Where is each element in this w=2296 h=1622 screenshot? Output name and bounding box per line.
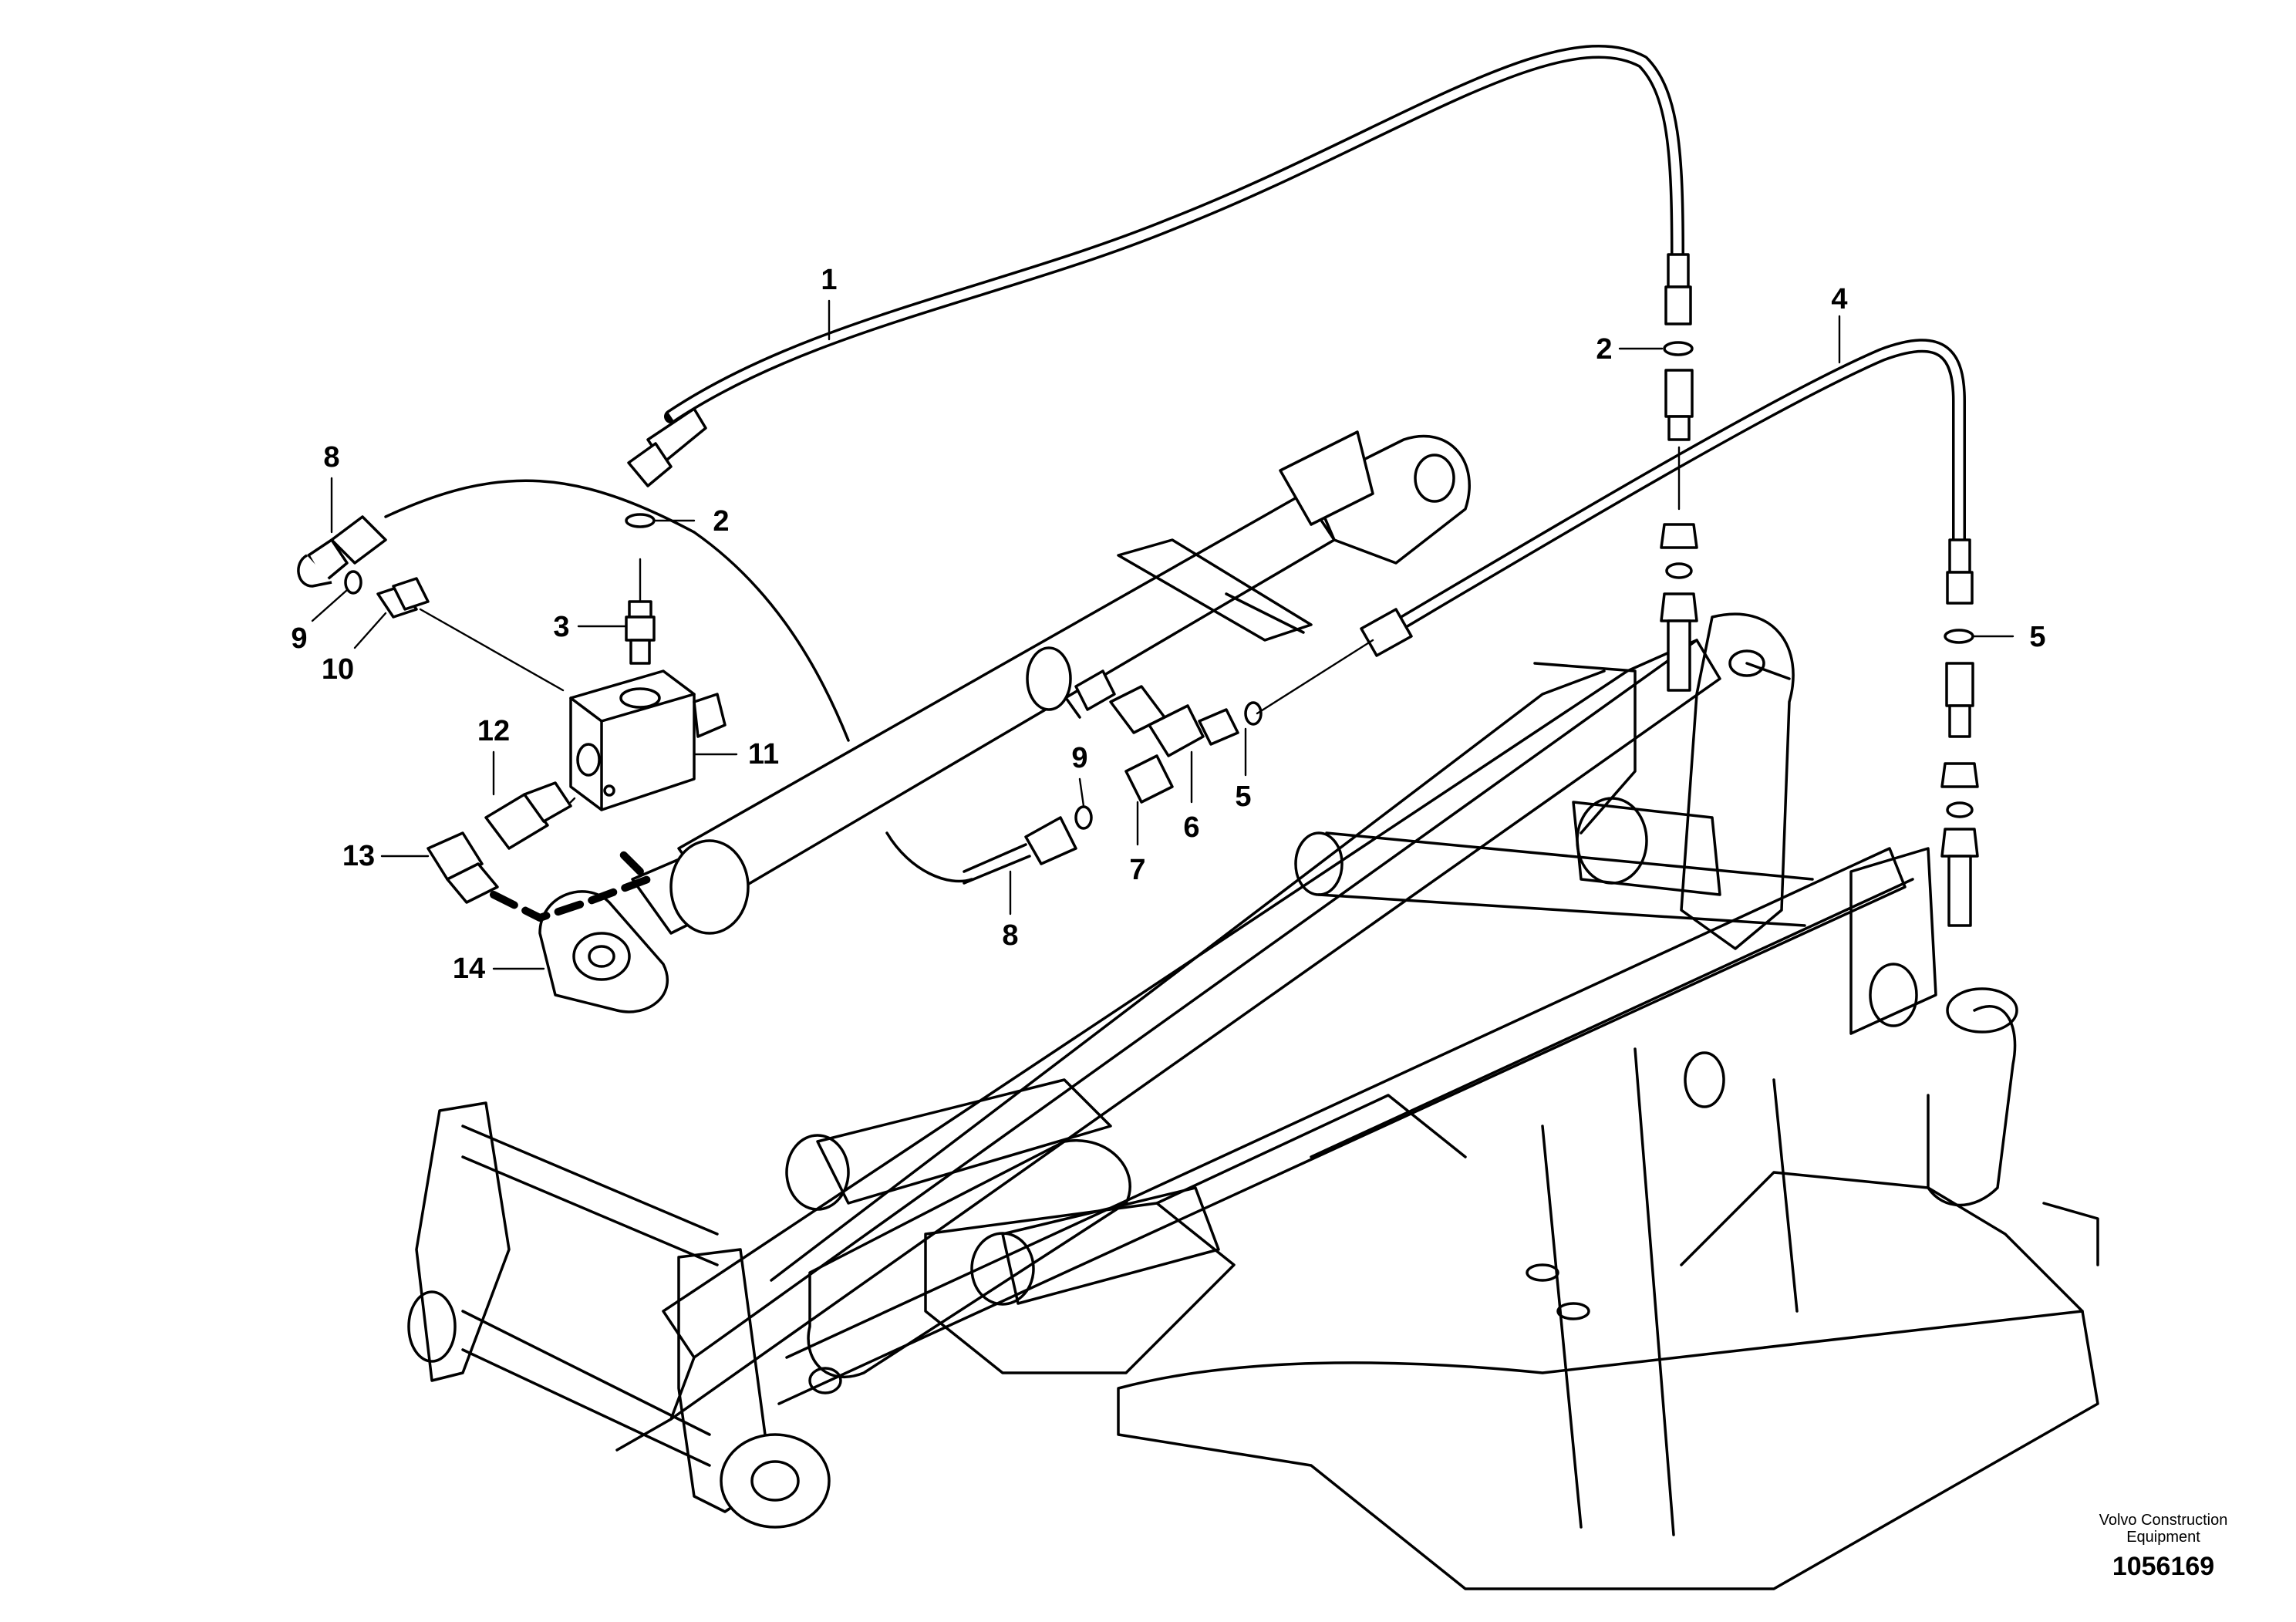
fitting-12 (484, 781, 576, 850)
hose-4 (1360, 339, 1974, 657)
fitting-13 (426, 831, 652, 922)
callout-label: 5 (1235, 781, 1251, 813)
callouts: 1 2 2 3 4 5 5 6 7 8 8 9 9 (291, 264, 2045, 985)
callout-label: 8 (323, 441, 339, 474)
callout-label: 3 (553, 611, 569, 643)
boom-cylinder (538, 430, 1471, 1013)
callout-label: 2 (1596, 333, 1612, 366)
brand-line-2: Equipment (2126, 1529, 2200, 1546)
hose-8-left (297, 479, 973, 883)
callout-label: 11 (748, 738, 779, 771)
callout-label: 13 (342, 840, 375, 872)
callout-label: 8 (1002, 919, 1018, 952)
fittings-6-7-9-8 (963, 639, 1374, 885)
callout-label: 12 (477, 715, 510, 747)
fitting-10 (344, 570, 565, 692)
callout-label: 2 (713, 505, 729, 538)
callout-label: 5 (2029, 621, 2045, 653)
callout-label: 14 (453, 953, 485, 985)
brand-line-1: Volvo Construction (2099, 1512, 2228, 1529)
callout-label: 9 (291, 622, 307, 655)
valve-block-11 (569, 669, 727, 811)
fittings-right-stack-a (1660, 341, 1698, 692)
callout-label: 9 (1071, 742, 1087, 774)
diagram-part-number: 1056169 (2112, 1552, 2215, 1581)
fitting-3 (625, 513, 656, 665)
callout-label: 10 (322, 653, 354, 686)
callout-label: 6 (1183, 811, 1199, 844)
hose-1 (627, 44, 1692, 487)
callout-label: 7 (1129, 854, 1145, 886)
brand-name: Volvo Construction Equipment (2082, 1512, 2244, 1546)
callout-label: 1 (821, 264, 837, 296)
callout-label: 4 (1831, 283, 1847, 315)
loader-frame (407, 612, 2099, 1590)
fittings-right-stack-b (1940, 629, 1979, 927)
